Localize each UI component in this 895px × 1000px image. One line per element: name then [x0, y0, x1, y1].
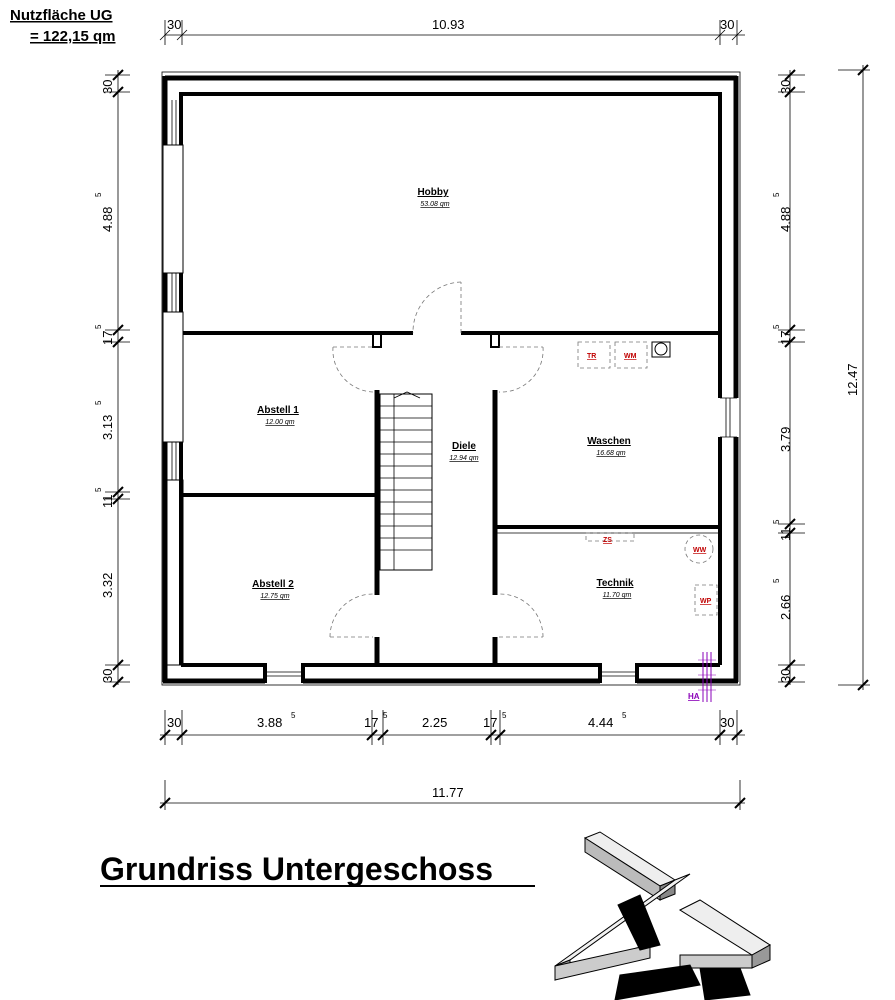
- room-diele-name: Diele: [452, 441, 476, 452]
- right-dimension-chain: 30 4.88 5 17 5 3.79 11 5 2.66 5 30: [772, 69, 805, 688]
- total-width-dimension: 11.77: [159, 780, 746, 810]
- dim-right-1: 30: [778, 80, 793, 94]
- dim-left-7: 30: [100, 669, 115, 683]
- dim-bottom-2: 3.88: [257, 715, 282, 730]
- room-abstell1-area: 12.00 qm: [265, 419, 294, 426]
- interior-walls: [183, 331, 720, 664]
- nutzflaeche-value: = 122,15 qm: [30, 28, 115, 45]
- dim-bottom-5: 17: [483, 715, 497, 730]
- dim-total-height: 12.47: [845, 363, 860, 396]
- room-diele-area: 12.94 qm: [449, 455, 478, 462]
- dim-top-right: 30: [720, 17, 734, 32]
- dim-bottom-3-sup: 5: [383, 711, 388, 720]
- dim-bottom-6-sup: 5: [622, 711, 627, 720]
- dim-left-4-sup: 5: [94, 400, 103, 405]
- dim-top-left: 30: [167, 17, 181, 32]
- dim-bottom-1: 30: [167, 715, 181, 730]
- dim-right-5-sup: 5: [772, 519, 781, 524]
- dim-right-2: 4.88: [778, 207, 793, 232]
- label-wp: WP: [700, 598, 712, 605]
- room-waschen-name: Waschen: [587, 436, 631, 447]
- dim-right-7: 30: [778, 669, 793, 683]
- dim-left-1: 30: [100, 80, 115, 94]
- room-labels: Hobby 53.08 qm Abstell 1 12.00 qm Diele …: [252, 187, 634, 600]
- dim-bottom-4: 2.25: [422, 715, 447, 730]
- room-hobby-area: 53.08 qm: [420, 201, 449, 208]
- staircase: [379, 391, 433, 571]
- left-dimension-chain: 30 4.88 5 17 5 3.13 5 11 5 3.32 30: [94, 69, 130, 688]
- dim-left-3: 17: [100, 331, 115, 345]
- room-hobby-name: Hobby: [417, 187, 449, 198]
- dim-bottom-6: 4.44: [588, 715, 613, 730]
- dim-top-mid: 10.93: [432, 17, 465, 32]
- room-technik-name: Technik: [596, 578, 633, 589]
- dim-left-6: 3.32: [100, 573, 115, 598]
- outer-walls: [161, 71, 741, 686]
- dim-left-5-sup: 5: [94, 487, 103, 492]
- dim-left-2: 4.88: [100, 207, 115, 232]
- dim-left-4: 3.13: [100, 415, 115, 440]
- equipment: TR WM ZS WW WP HA: [577, 341, 718, 702]
- dim-right-5: 11: [778, 528, 793, 542]
- dim-right-6-sup: 5: [772, 578, 781, 583]
- doors: [329, 281, 544, 638]
- dim-bottom-2-sup: 5: [291, 711, 296, 720]
- label-tr: TR: [587, 353, 596, 360]
- room-abstell1-name: Abstell 1: [257, 405, 299, 416]
- dim-left-2-sup: 5: [94, 192, 103, 197]
- label-ww: WW: [693, 547, 707, 554]
- dim-left-3-sup: 5: [94, 324, 103, 329]
- dim-right-6: 2.66: [778, 595, 793, 620]
- dim-right-3-sup: 5: [772, 324, 781, 329]
- label-ha: HA: [688, 692, 700, 701]
- windows: [162, 100, 737, 677]
- nutzflaeche-label: Nutzfläche UG: [10, 7, 113, 24]
- room-waschen-area: 16.68 qm: [596, 450, 625, 457]
- room-abstell2-name: Abstell 2: [252, 579, 294, 590]
- total-height-dimension: 12.47: [838, 64, 870, 691]
- room-abstell2-area: 12.75 qm: [260, 593, 289, 600]
- label-zs: ZS: [603, 537, 612, 544]
- label-wm: WM: [624, 353, 637, 360]
- dim-right-2-sup: 5: [772, 192, 781, 197]
- drawing-title: Grundriss Untergeschoss: [100, 851, 493, 887]
- dim-left-5: 11: [100, 495, 115, 509]
- dim-bottom-7: 30: [720, 715, 734, 730]
- bottom-dimension-chain: 30 3.88 5 17 5 2.25 17 5 4.44 5 30: [159, 710, 745, 745]
- company-logo: [554, 831, 771, 1000]
- dim-right-3: 17: [778, 331, 793, 345]
- room-technik-area: 11.70 qm: [603, 592, 632, 599]
- dim-right-4: 3.79: [778, 427, 793, 452]
- dim-bottom-5-sup: 5: [502, 711, 507, 720]
- top-dimension-chain: 30 10.93 30: [159, 17, 745, 45]
- dim-bottom-3: 17: [364, 715, 378, 730]
- dim-total-width: 11.77: [432, 785, 464, 800]
